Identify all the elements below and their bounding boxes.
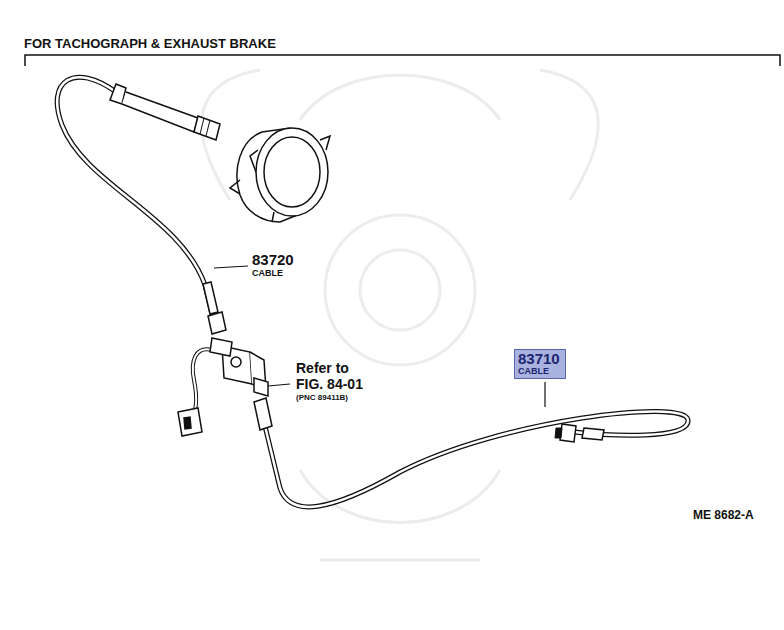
leader-line [214, 266, 545, 407]
meter-head [230, 128, 330, 222]
lower-cable [254, 398, 688, 507]
watermark [202, 70, 599, 560]
part-name: CABLE [252, 269, 283, 278]
reference-note: Refer to [296, 361, 349, 376]
callout-number: 83710 [518, 351, 561, 367]
part-name: CABLE [518, 367, 561, 376]
reference-note: (PNC 89411B) [296, 394, 348, 402]
highlight-box: 83710CABLE [514, 349, 566, 379]
callout-number: 83720 [252, 252, 294, 268]
speed-sensor [178, 338, 268, 436]
reference-note: FIG. 84-01 [296, 377, 363, 392]
drawing-number: ME 8682-A [693, 509, 754, 522]
diagram-title: FOR TACHOGRAPH & EXHAUST BRAKE [24, 37, 276, 51]
title-bracket [25, 55, 780, 66]
upper-cable [57, 77, 226, 334]
